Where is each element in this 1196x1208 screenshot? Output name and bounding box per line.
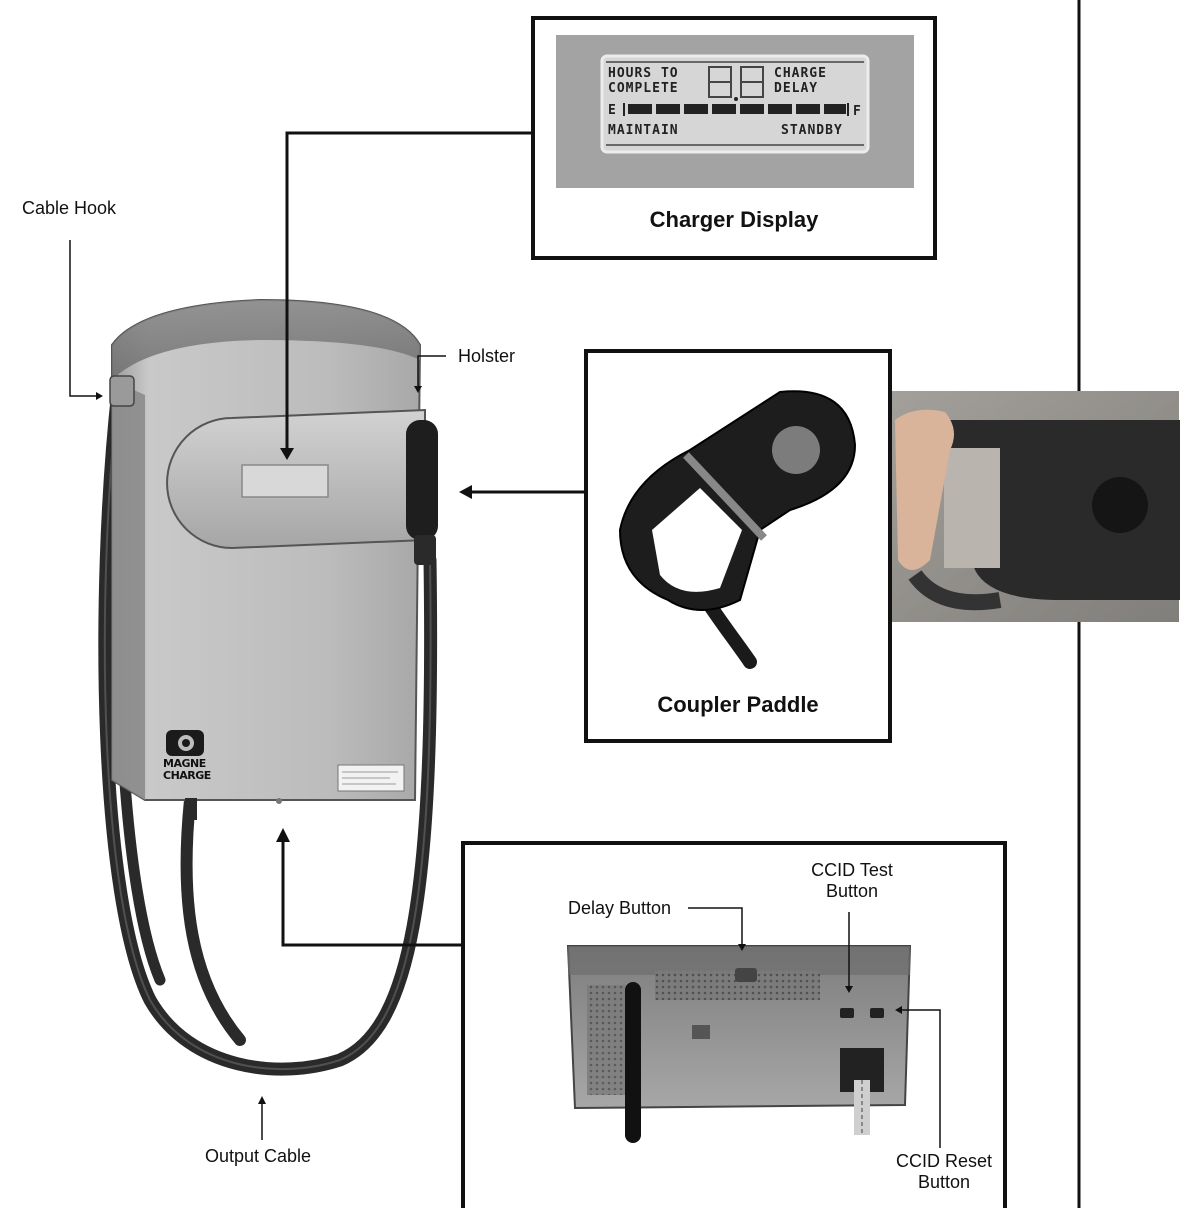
- lcd-maintain: MAINTAIN: [608, 123, 679, 138]
- ccid-reset-label: CCID Reset Button: [884, 1151, 1004, 1193]
- charger-body: [111, 298, 422, 801]
- delay-button-label: Delay Button: [568, 898, 672, 918]
- lcd-delay: DELAY: [774, 81, 819, 96]
- ccid-reset-button: [870, 1008, 884, 1018]
- output-cable-label: Output Cable: [205, 1146, 312, 1166]
- callout-lines: [281, 131, 586, 947]
- label-pointers: [69, 240, 941, 1148]
- logo-line-1: MAGNE: [163, 757, 206, 770]
- lcd-digits: [708, 66, 764, 98]
- label-pointer-heads: [96, 386, 902, 1104]
- ccid-test-label: CCID Test Button: [792, 860, 912, 902]
- magne-charge-logo: [166, 730, 204, 756]
- holster: [406, 420, 438, 540]
- charger-display-title: Charger Display: [649, 207, 819, 232]
- ccid-test-button: [840, 1008, 854, 1018]
- charge-level-bar: [623, 103, 849, 116]
- lcd-full-marker: F: [853, 104, 862, 119]
- logo-text: MAGNE CHARGE: [163, 758, 211, 782]
- coupler-paddle-illustration: [618, 390, 857, 669]
- coupler-photo: [892, 391, 1180, 622]
- charger-unit: [98, 298, 438, 1076]
- ccid-test-label-line-1: CCID Test: [811, 860, 893, 880]
- lcd-charge: CHARGE: [774, 66, 827, 81]
- lcd-empty-marker: E: [608, 103, 617, 118]
- lcd-complete: COMPLETE: [608, 81, 679, 96]
- logo-line-2: CHARGE: [163, 769, 211, 782]
- display-window: [241, 464, 329, 498]
- coupler-paddle-title: Coupler Paddle: [657, 692, 819, 717]
- lcd-standby: STANDBY: [781, 123, 843, 138]
- cable-hook: [109, 375, 135, 407]
- lcd-hours-to: HOURS TO: [608, 66, 679, 81]
- ccid-reset-label-line-2: Button: [917, 1172, 971, 1192]
- ccid-test-label-line-2: Button: [825, 881, 879, 901]
- charger-underside-illustration: [566, 945, 912, 1143]
- holster-label: Holster: [458, 346, 516, 366]
- arrowheads: [276, 448, 472, 842]
- delay-button: [735, 968, 757, 982]
- ccid-reset-label-line-1: CCID Reset: [895, 1151, 993, 1171]
- cable-hook-label: Cable Hook: [22, 198, 117, 218]
